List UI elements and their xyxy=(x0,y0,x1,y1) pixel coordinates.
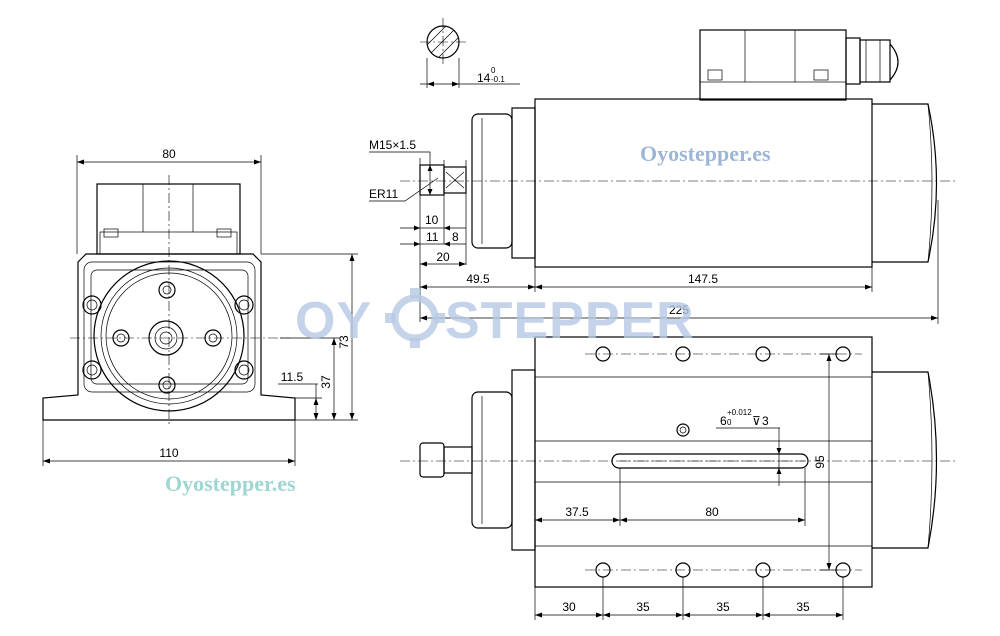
dim-hole-pitch-3: 35 xyxy=(796,600,810,614)
watermark-brand-big-right: STEPPER xyxy=(445,292,695,350)
dim-slot-offset: 37.5 xyxy=(565,505,589,519)
dim-slot-tol-lower: 0 xyxy=(727,418,732,427)
dim-slot-depth: 3 xyxy=(762,414,769,428)
bottom-view: 6 +0.012 0 ⊽ 3 95 37.5 80 30 35 35 35 xyxy=(400,336,955,620)
dim-10: 10 xyxy=(425,213,439,227)
dim-width-top: 80 xyxy=(162,147,176,161)
dim-slot-length: 80 xyxy=(705,505,719,519)
watermark-gear-icon xyxy=(385,288,445,348)
watermarks: Oyostepper.es Oyostepper.es OY STEPPER xyxy=(165,141,771,496)
dim-shaft-diameter: 14 xyxy=(477,71,491,85)
dim-height-axis: 37 xyxy=(319,375,333,389)
dim-11: 11 xyxy=(426,230,439,244)
dim-8: 8 xyxy=(452,230,459,244)
shaft-section: 14 0 -0.1 xyxy=(420,18,520,88)
watermark-brand-big-left: OY xyxy=(295,292,372,350)
label-collet: ER11 xyxy=(369,187,398,201)
dim-147-5: 147.5 xyxy=(688,272,718,286)
label-thread: M15×1.5 xyxy=(369,138,416,152)
dim-hole-pitch-2: 35 xyxy=(716,600,730,614)
dim-slot-tol-upper: +0.012 xyxy=(727,408,752,417)
dim-hole-offset-first: 30 xyxy=(562,600,576,614)
dim-height-total: 73 xyxy=(337,335,351,349)
dim-overall-length: 225 xyxy=(669,303,689,317)
depth-symbol: ⊽ xyxy=(752,414,761,428)
dim-foot-thickness: 11.5 xyxy=(281,370,304,384)
corner-screws xyxy=(82,295,254,380)
dim-49-5: 49.5 xyxy=(466,272,490,286)
mounting-holes xyxy=(585,346,862,578)
bolt-holes xyxy=(112,281,222,394)
dim-slot-width: 6 xyxy=(720,414,727,428)
dim-20: 20 xyxy=(436,250,450,264)
watermark-brand-bottom: Oyostepper.es xyxy=(165,471,296,496)
dim-base-width: 110 xyxy=(159,446,178,460)
watermark-brand-top: Oyostepper.es xyxy=(640,141,771,166)
side-view: M15×1.5 ER11 10 11 8 20 49.5 147.5 225 xyxy=(369,29,955,324)
dim-hole-pitch-1: 35 xyxy=(636,600,650,614)
end-view: 80 110 73 37 11.5 xyxy=(42,147,358,466)
dim-shaft-tol-upper: 0 xyxy=(491,66,496,75)
dim-shaft-tol-lower: -0.1 xyxy=(491,75,505,84)
dim-hole-spacing-vertical: 95 xyxy=(813,455,827,469)
